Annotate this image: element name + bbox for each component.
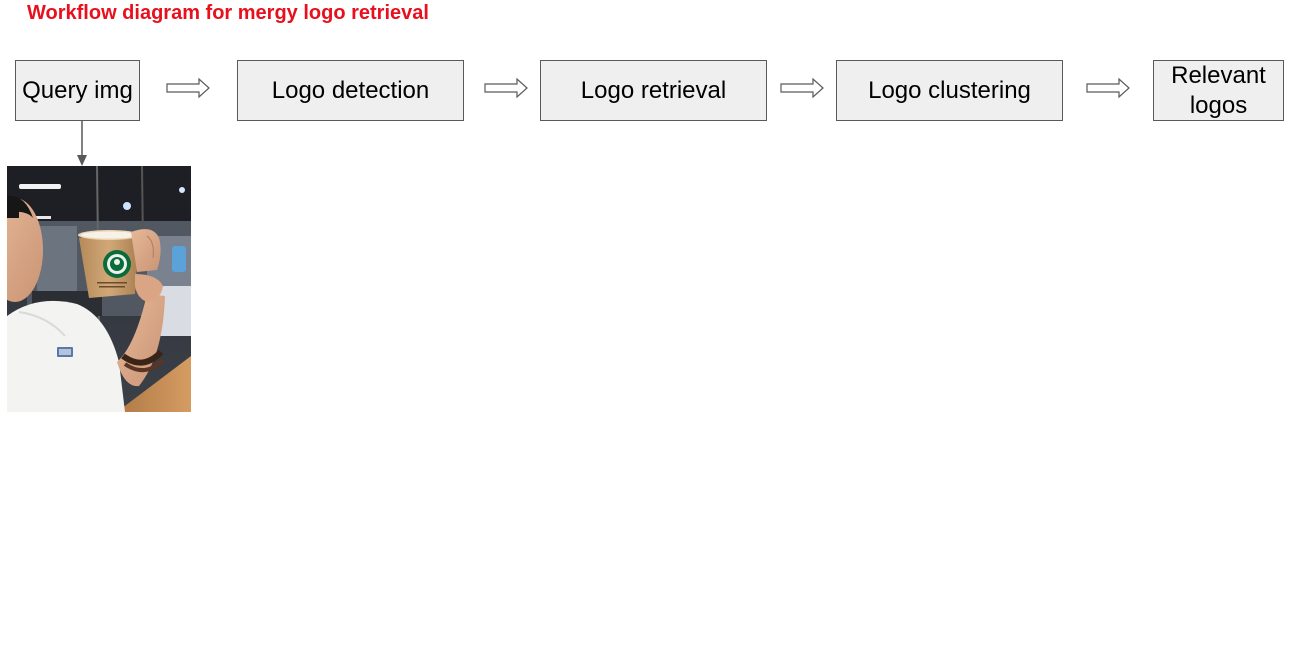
step-logo-detection: Logo detection [237, 60, 464, 121]
query-photo-illustration [7, 166, 191, 412]
arrow-right-icon [166, 78, 210, 98]
step-query-img: Query img [15, 60, 140, 121]
step-label: Logo retrieval [580, 76, 727, 104]
step-logo-retrieval: Logo retrieval [540, 60, 767, 121]
step-label: Relevant logos [1171, 61, 1266, 119]
diagram-title: Workflow diagram for mergy logo retrieva… [27, 2, 429, 24]
step-label: Query img [22, 76, 133, 104]
step-label: Logo clustering [868, 76, 1031, 104]
query-image [7, 166, 191, 412]
arrow-right-icon [780, 78, 824, 98]
step-relevant-logos: Relevant logos [1153, 60, 1284, 121]
step-label: Logo detection [271, 76, 430, 104]
arrow-right-icon [484, 78, 528, 98]
step-logo-clustering: Logo clustering [836, 60, 1063, 121]
arrow-right-icon [1086, 78, 1130, 98]
arrow-down-icon [77, 121, 87, 166]
